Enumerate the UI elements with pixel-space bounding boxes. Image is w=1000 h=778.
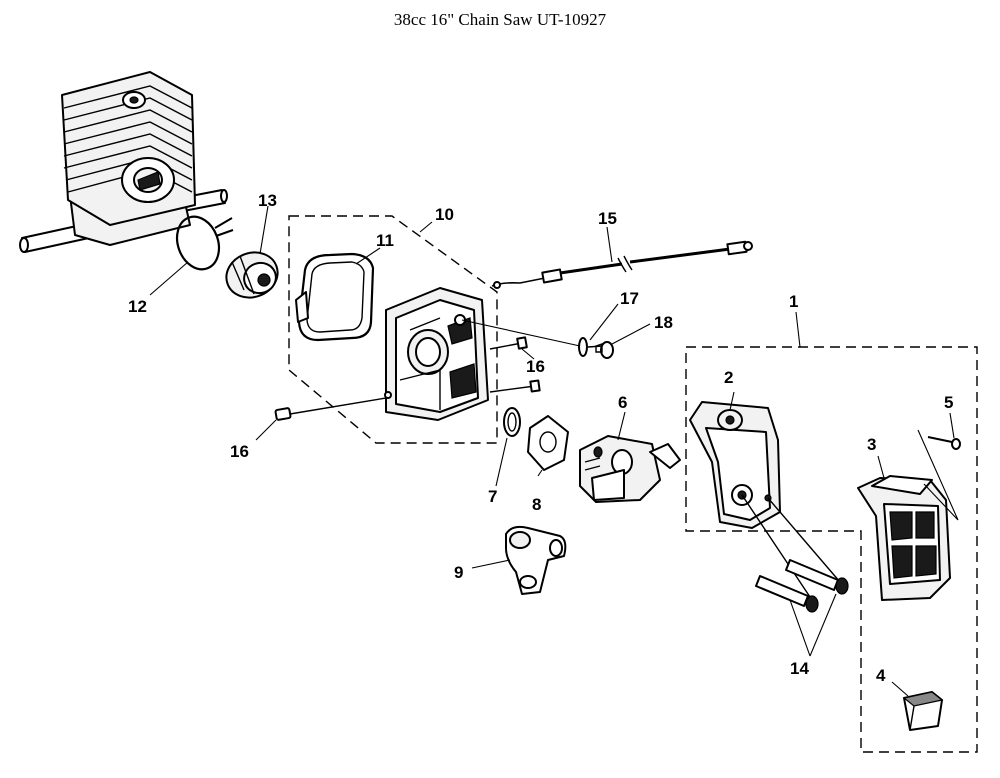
- part-15-throttle-cable: [491, 240, 753, 289]
- callout-16-right: 16: [526, 357, 545, 376]
- part-12-clamp: [175, 215, 234, 271]
- callout-13: 13: [258, 191, 277, 210]
- callout-17: 17: [620, 289, 639, 308]
- part-7-gasket: [503, 407, 521, 437]
- callout-3: 3: [867, 435, 876, 454]
- callout-7: 7: [488, 487, 497, 506]
- callout-labels: 1 2 3 4 5 6 7 8 9 10 11 12 13 14 15 16 1…: [128, 191, 953, 685]
- part-9-elbow-lever: [505, 525, 567, 595]
- callout-12: 12: [128, 297, 147, 316]
- part-14-screws: [741, 494, 849, 613]
- callout-18: 18: [654, 313, 673, 332]
- callout-9: 9: [454, 563, 463, 582]
- cylinder-fins: [63, 85, 193, 193]
- callout-16-left: 16: [230, 442, 249, 461]
- part-8-gasket: [527, 415, 569, 471]
- callout-6: 6: [618, 393, 627, 412]
- callout-10: 10: [435, 205, 454, 224]
- part-11-gasket: [295, 252, 375, 342]
- assembly-1-outline: [685, 346, 978, 753]
- part-17-washer: [578, 337, 588, 357]
- part-6-carburetor: [579, 435, 681, 503]
- engine-cylinder-assembly: [19, 71, 228, 253]
- assembly-10-outline: [288, 215, 498, 444]
- part-16-screws: [274, 336, 541, 421]
- part-2-filter-base: [689, 401, 781, 529]
- leader-lines: [149, 205, 959, 697]
- callout-14: 14: [790, 659, 809, 678]
- part-3-air-filter: [857, 475, 951, 601]
- callout-5: 5: [944, 393, 953, 412]
- callout-4: 4: [876, 666, 886, 685]
- part-4-foam-block: [902, 691, 944, 731]
- callout-1: 1: [789, 292, 798, 311]
- part-13-intake-boot: [225, 251, 279, 299]
- diagram-title: 38cc 16" Chain Saw UT-10927: [393, 10, 607, 29]
- callout-2: 2: [724, 368, 733, 387]
- callout-15: 15: [598, 209, 617, 228]
- part-5-screw: [927, 436, 961, 450]
- callout-11: 11: [376, 231, 394, 250]
- callout-8: 8: [532, 495, 541, 514]
- part-18-screw: [587, 341, 614, 359]
- part-10-adapter-plate: [384, 287, 489, 421]
